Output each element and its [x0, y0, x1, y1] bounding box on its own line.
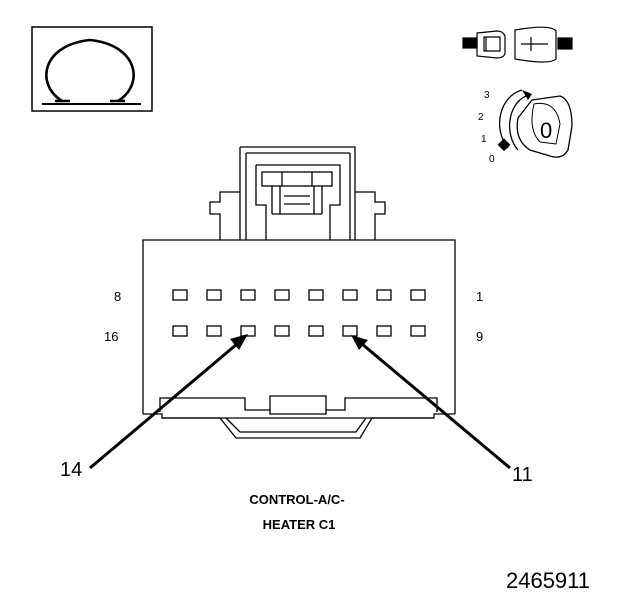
- pin-cavity: [240, 325, 256, 337]
- row-label-bottom-left: 16: [104, 329, 118, 344]
- pin-cavity: [342, 289, 358, 301]
- ignition-key-icon: 0 3 2 1 0: [478, 89, 573, 165]
- callout-arrow-14: [89, 334, 248, 470]
- figure-id: 2465911: [506, 568, 590, 593]
- row-label-top-left: 8: [114, 289, 121, 304]
- pin-cavity: [172, 325, 188, 337]
- connector-body: [142, 146, 456, 439]
- ohmmeter-icon: [31, 26, 153, 112]
- key-position-0: 0: [489, 154, 495, 165]
- pin-cavity: [308, 289, 324, 301]
- pin-cavity: [410, 325, 426, 337]
- pin-cavity: [274, 325, 290, 337]
- row-label-top-right: 1: [476, 289, 483, 304]
- callout-arrow-11: [351, 335, 511, 470]
- pin-cavity: [376, 289, 392, 301]
- test-probe-icon: [462, 26, 573, 63]
- pin-cavity: [274, 289, 290, 301]
- pin-cavity: [206, 289, 222, 301]
- pin-cavity: [240, 289, 256, 301]
- key-position-1: 1: [481, 134, 487, 145]
- key-position-2: 2: [478, 112, 484, 123]
- callout-label-14: 14: [60, 459, 82, 481]
- pin-cavity: [376, 325, 392, 337]
- key-position-3: 3: [484, 90, 490, 101]
- pin-cavity: [342, 325, 358, 337]
- callout-label-11: 11: [512, 464, 533, 486]
- pin-cavity: [410, 289, 426, 301]
- pin-cavity: [308, 325, 324, 337]
- key-position-label: 0: [540, 118, 552, 143]
- pin-grid: [172, 289, 426, 337]
- pin-cavity: [206, 325, 222, 337]
- connector-title-line2: HEATER C1: [263, 517, 336, 532]
- row-label-bottom-right: 9: [476, 329, 483, 344]
- connector-title-line1: CONTROL-A/C-: [249, 492, 344, 507]
- pin-cavity: [172, 289, 188, 301]
